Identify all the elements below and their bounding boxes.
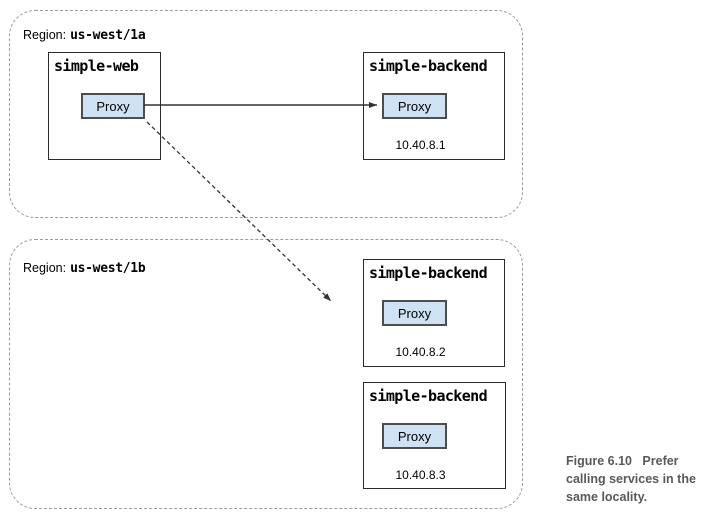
service-box-simple-backend-3: simple-backend Proxy 10.40.8.3 <box>363 382 506 489</box>
proxy-label: Proxy <box>397 428 432 444</box>
region-label-prefix: Region: <box>23 28 67 42</box>
service-box-simple-backend-1: simple-backend Proxy 10.40.8.1 <box>363 52 505 160</box>
proxy-label: Proxy <box>397 305 432 321</box>
proxy-label: Proxy <box>397 98 432 114</box>
figure-caption: Figure 6.10 Prefer calling services in t… <box>566 452 696 506</box>
region-name: us-west/1a <box>70 28 146 43</box>
service-title: simple-web <box>54 57 139 75</box>
service-title: simple-backend <box>369 264 488 282</box>
caption-line: same locality. <box>566 490 648 504</box>
proxy-label: Proxy <box>96 98 130 114</box>
service-box-simple-backend-2: simple-backend Proxy 10.40.8.2 <box>363 259 505 367</box>
service-title: simple-backend <box>369 57 488 75</box>
proxy-box: Proxy <box>382 423 447 449</box>
service-title: simple-backend <box>369 387 488 405</box>
proxy-box: Proxy <box>81 93 145 119</box>
region-label: Region:us-west/1b <box>23 260 146 277</box>
region-label: Region:us-west/1a <box>23 27 146 44</box>
proxy-box: Proxy <box>382 93 447 119</box>
proxy-box: Proxy <box>382 300 447 326</box>
region-label-prefix: Region: <box>23 261 67 275</box>
ip-address: 10.40.8.2 <box>395 345 446 359</box>
ip-address: 10.40.8.1 <box>395 138 446 152</box>
ip-address: 10.40.8.3 <box>395 468 446 482</box>
caption-line: Figure 6.10 Prefer <box>566 454 679 468</box>
caption-line: calling services in the <box>566 472 696 486</box>
service-box-simple-web: simple-web Proxy <box>48 52 161 160</box>
region-name: us-west/1b <box>70 261 146 276</box>
